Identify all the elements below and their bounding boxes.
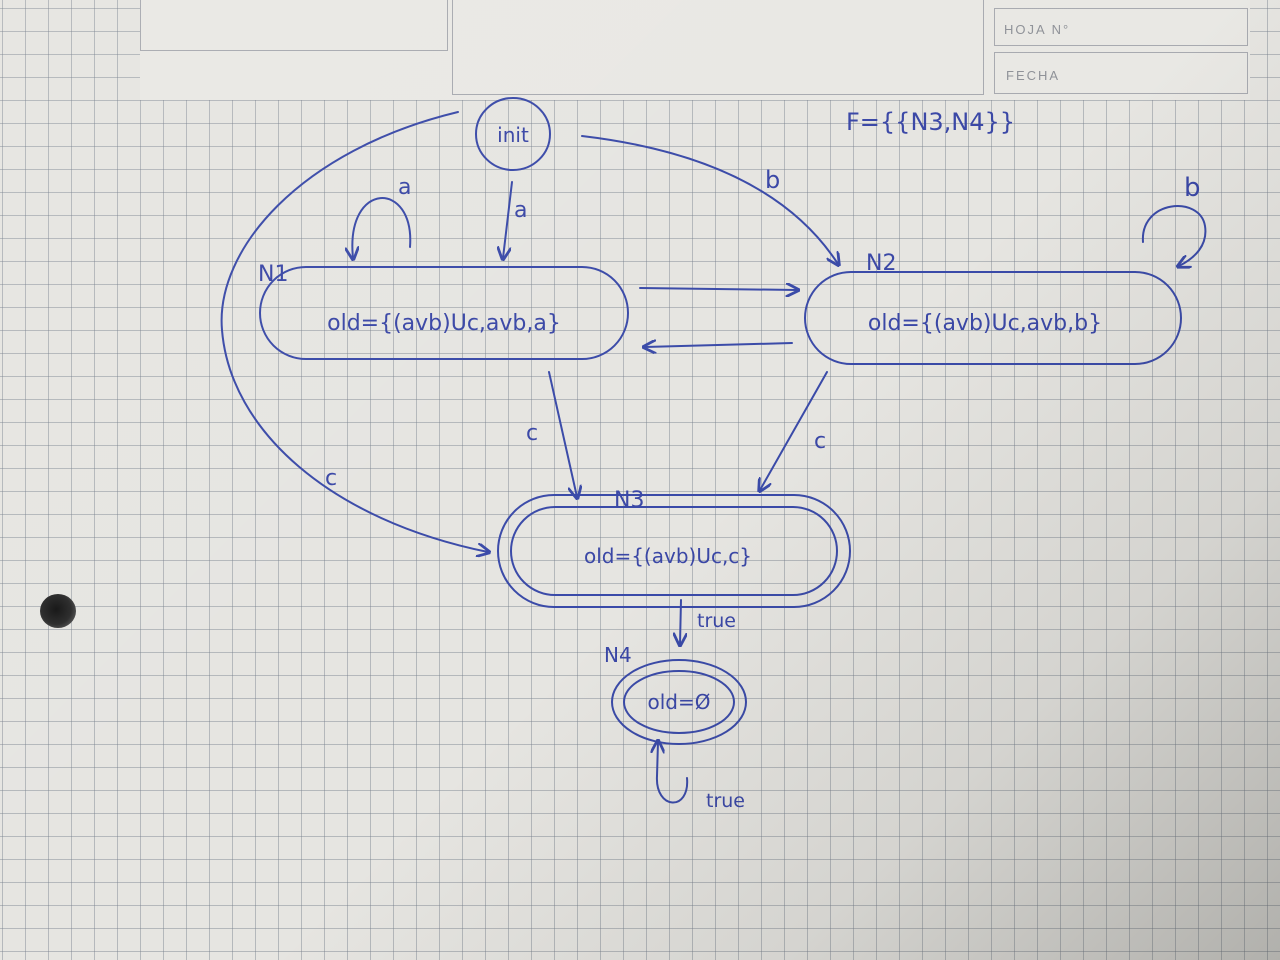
edge-init-n2-label: b	[765, 166, 780, 194]
date-box	[994, 52, 1248, 94]
node-n1-label: old={(avb)Uc,avb,a}	[327, 311, 561, 336]
edge-init-n1: a	[503, 181, 527, 258]
node-n3-label: old={(avb)Uc,c}	[584, 544, 752, 568]
edge-init-n2: b	[581, 135, 838, 264]
node-init-label: init	[497, 123, 529, 147]
sheet-number-label: HOJA N°	[1004, 22, 1071, 37]
node-n1-name: N1	[258, 262, 288, 287]
node-n2-name: N2	[866, 251, 896, 276]
node-init: init	[475, 97, 551, 171]
accepting-set-label: F={{N3,N4}}	[846, 108, 1015, 136]
node-n2-label: old={(avb)Uc,avb,b}	[868, 311, 1102, 336]
sheet-header: HOJA N° FECHA	[140, 0, 1250, 100]
node-n2: N2 old={(avb)Uc,avb,b}	[804, 251, 1182, 365]
node-n3: N3 old={(avb)Uc,c}	[497, 488, 851, 608]
punch-hole	[40, 594, 76, 628]
edge-n2-n3-label: c	[814, 429, 826, 454]
sheet-number-box	[994, 8, 1248, 46]
node-n4: N4 old=Ø	[604, 643, 747, 745]
edge-init-n3: c	[220, 111, 488, 552]
edge-n2-self-label: b	[1184, 173, 1201, 203]
header-box-left	[140, 0, 448, 51]
node-n4-name: N4	[604, 643, 632, 667]
edge-n1-self-label: a	[398, 175, 411, 200]
edge-init-n3-label: c	[325, 466, 337, 491]
edge-n1-n3: c	[526, 371, 577, 497]
node-n3-name: N3	[614, 488, 644, 513]
edge-n3-n4-label: true	[697, 610, 736, 632]
edge-n4-self-label: true	[706, 790, 745, 812]
node-n4-label: old=Ø	[648, 690, 711, 714]
edge-n3-n4: true	[680, 599, 736, 644]
edge-n1-n3-label: c	[526, 421, 538, 446]
edge-n2-n1	[645, 343, 793, 347]
edge-n1-self: a	[352, 175, 411, 258]
edge-n4-self: true	[657, 742, 745, 812]
edge-n2-n3: c	[760, 371, 828, 490]
edge-n2-self: b	[1141, 173, 1207, 266]
date-label: FECHA	[1006, 68, 1061, 83]
edge-n1-n2	[639, 288, 797, 290]
node-n1: N1 old={(avb)Uc,avb,a}	[258, 262, 629, 360]
edge-init-n1-label: a	[514, 198, 527, 223]
header-box-center	[452, 0, 984, 95]
